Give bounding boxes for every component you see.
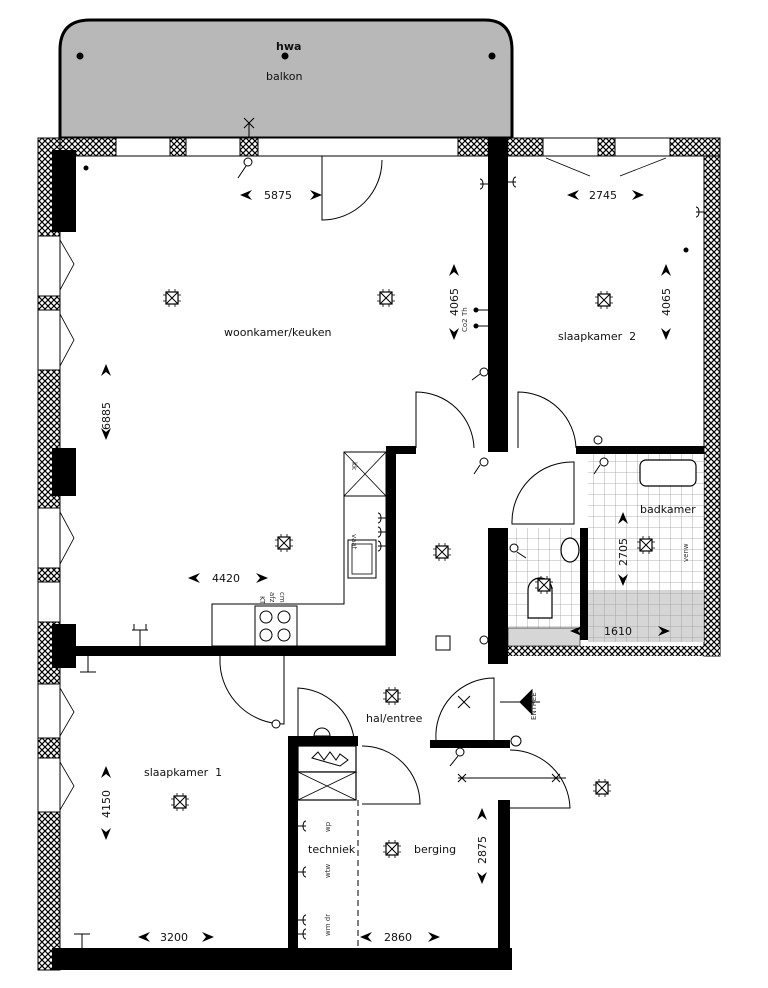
doors [219,156,577,809]
dim-bath-width: 1610 [604,625,632,638]
ceiling-light-icon [274,533,294,553]
ceiling-light-icon [162,288,182,308]
svg-text:afz: afz [268,592,276,603]
ceiling-light-icon [432,542,452,562]
switches [237,157,609,767]
ceiling-light-icon [636,535,656,555]
ceiling-light-icon [594,290,614,310]
cooktop-icon [254,605,298,647]
room-labels: woonkamer/keuken slaapkamer 2 badkamer h… [144,326,696,856]
room-label-technique: techniek [308,843,356,856]
washbasin-icon [560,537,580,563]
drain-label: hwa [276,40,301,53]
svg-text:wtw: wtw [324,864,332,878]
svg-text:cm: cm [278,592,286,603]
svg-text:wp: wp [324,821,332,832]
room-label-hall: hal/entree [366,712,423,725]
svg-text:wm dr: wm dr [324,914,332,936]
drain-icon [76,52,84,60]
dim-bed1-width: 3200 [160,931,188,944]
entrance-arrow-icon [500,688,540,716]
dim-storage-depth: 2875 [476,836,489,864]
svg-text:Co2: Co2 [461,318,469,332]
dim-bed2-width: 2745 [589,189,617,202]
sink-icon [639,459,697,487]
ceiling-light-icon [534,575,554,595]
dimensions: 5875 2745 4420 1610 3200 2860 6885 4065 … [100,189,673,944]
dim-living-width: 5875 [264,189,292,202]
drain-icon [281,52,289,60]
ceiling-light-icon [382,839,402,859]
room-label-bedroom-1: slaapkamer 1 [144,766,222,779]
bathroom-tiles [507,454,704,647]
room-label-bedroom-2: slaapkamer 2 [558,330,636,343]
svg-text:ENTREE: ENTREE [530,692,538,720]
balcony: hwa balkon [58,18,514,140]
interior-walls [52,138,720,970]
room-label-bathroom: badkamer [640,503,696,516]
ceiling-light-icon [592,778,612,798]
dim-storage-width: 2860 [384,931,412,944]
ceiling-light-icon [170,792,190,812]
installation-annotations: Co2 Th KT afz cm kk vaat wp wtw wm dr ve… [258,307,690,936]
svg-text:Th: Th [461,307,469,317]
dim-kitchen-width: 4420 [212,572,240,585]
dim-living-right-depth: 4065 [448,288,461,316]
thermostat-icon [435,635,451,651]
dim-bath-depth: 2705 [617,538,630,566]
dim-living-depth: 6885 [100,402,113,430]
exterior-walls [37,137,721,971]
ceiling-light-icon [376,288,396,308]
dim-bed1-depth: 4150 [100,790,113,818]
outlets [67,165,705,948]
meter-cupboard [297,727,357,801]
svg-text:kk: kk [350,462,358,471]
room-label-living: woonkamer/keuken [224,326,332,339]
svg-text:KT: KT [258,596,266,605]
svg-text:vaat: vaat [350,534,358,550]
room-label-storage: berging [414,843,456,856]
svg-text:venw: venw [682,543,690,562]
kitchen-counter [211,451,387,647]
drain-icon [488,52,496,60]
dim-bed2-depth: 4065 [660,288,673,316]
ceiling-light-icon [382,686,402,706]
balcony-label: balkon [266,70,302,83]
